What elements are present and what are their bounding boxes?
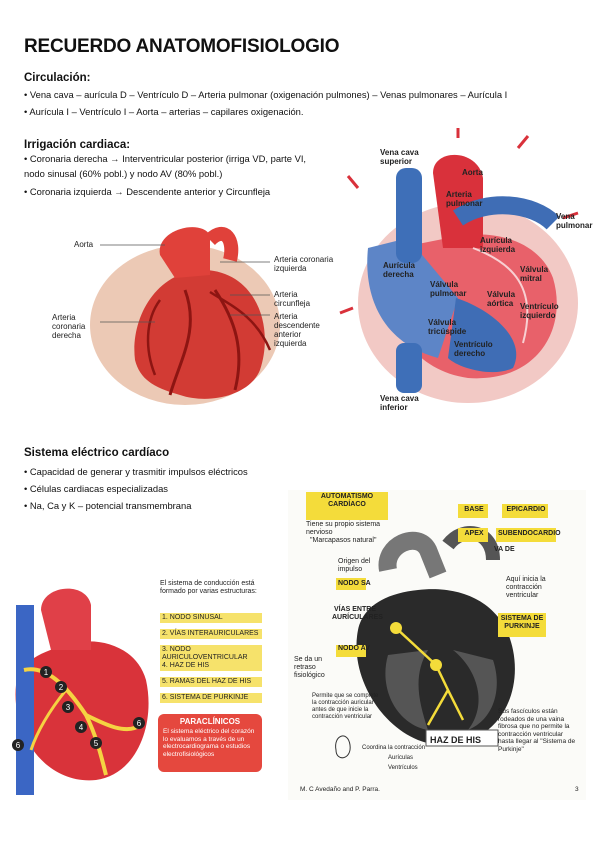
label-right-ventricle: Ventrículo derecho bbox=[454, 340, 493, 358]
conduction-item-3: 3. NODO AURICULOVENTRICULAR bbox=[160, 645, 262, 663]
conduction-intro: El sistema de conducción está formado po… bbox=[160, 580, 257, 595]
label-tricuspid: Válvula tricúspide bbox=[428, 318, 467, 336]
automatism-coord: Coordina la contracción bbox=[362, 745, 426, 751]
label-left-ventricle: Ventrículo izquierdo bbox=[520, 302, 559, 320]
electrical-line-2: • Células cardiacas especializadas bbox=[24, 483, 168, 494]
automatism-origin: Origen del impulso bbox=[338, 558, 371, 573]
automatism-nodo-av: NODO AV bbox=[338, 645, 370, 652]
label-aorta-2: Aorta bbox=[462, 168, 483, 177]
automatism-vias: VÍAS ENTRE AURÍCULARES bbox=[332, 606, 383, 621]
label-right-coronary: Arteria coronaria derecha bbox=[52, 313, 86, 340]
automatism-pacemaker: "Marcapasos natural" bbox=[310, 537, 377, 544]
conduction-num-4: 4 bbox=[79, 723, 84, 732]
conduction-num-5: 5 bbox=[94, 739, 99, 748]
automatism-auricular: Aurículas bbox=[388, 755, 414, 761]
automatism-credit: M. C Avedaño and P. Parra. bbox=[300, 786, 380, 793]
automatism-epicardio: EPICARDIO bbox=[506, 506, 546, 513]
conduction-system-figure: 1 2 3 4 5 6 6 bbox=[6, 575, 268, 795]
automatism-subendocardio: SUBENDOCARDIO bbox=[498, 530, 561, 537]
label-right-atrium: Aurícula derecha bbox=[383, 261, 416, 279]
automatism-base: BASE bbox=[464, 506, 484, 513]
label-mitral: Válvula mitral bbox=[520, 265, 549, 283]
electrical-heading: Sistema eléctrico cardíaco bbox=[24, 447, 170, 459]
automatism-page-number: 3 bbox=[575, 786, 579, 793]
paraclinicos-title: PARACLÍNICOS bbox=[179, 717, 241, 726]
automatism-inicia: Aquí inicia la contracción ventricular bbox=[506, 576, 546, 599]
label-ivc: Vena cava inferior bbox=[380, 394, 419, 412]
conduction-heart-illustration: 1 2 3 4 5 6 6 bbox=[12, 588, 149, 795]
conduction-item-1: 1. NODO SINUSAL bbox=[160, 613, 262, 623]
automatism-title: AUTOMATISMO CARDÍACO bbox=[320, 493, 374, 508]
coronary-heart-illustration bbox=[90, 227, 280, 405]
paraclinicos-text: El sistema eléctrico del corazón lo eval… bbox=[163, 728, 255, 758]
paraclinicos-box: PARACLÍNICOS El sistema eléctrico del co… bbox=[158, 714, 262, 772]
electrical-line-1: • Capacidad de generar y trasmitir impul… bbox=[24, 466, 248, 477]
automatism-purkinje: SISTEMA DE PURKINJE bbox=[500, 615, 544, 630]
conduction-item-5: 5. RAMAS DEL HAZ DE HIS bbox=[160, 677, 262, 687]
conduction-item-2: 2. VÍAS INTERAURICULARES bbox=[160, 629, 262, 639]
conduction-item-4: 4. HAZ DE HIS bbox=[160, 661, 262, 671]
label-pulmonary-valve: Válvula pulmonar bbox=[430, 280, 467, 298]
coronary-arteries-figure bbox=[60, 210, 350, 410]
automatism-fasciculos: Sus fascículos están rodeados de una vai… bbox=[498, 708, 576, 753]
label-circumflex: Arteria circunfleja bbox=[274, 290, 311, 308]
irrigation-heading: Irrigación cardiaca: bbox=[24, 139, 131, 151]
automatism-figure bbox=[288, 490, 586, 800]
conduction-num-2: 2 bbox=[59, 683, 64, 692]
automatism-heart-illustration bbox=[306, 492, 556, 759]
label-lad: Arteria descendente anterior izquierda bbox=[274, 312, 320, 348]
electrical-line-3: • Na, Ca y K – potencial transmembrana bbox=[24, 500, 192, 511]
conduction-num-6b: 6 bbox=[16, 741, 21, 750]
label-pulmonary-vein: Vena pulmonar bbox=[556, 212, 593, 230]
circulation-line-2: • Aurícula I – Ventrículo I – Aorta – ar… bbox=[24, 106, 304, 117]
circulation-heading: Circulación: bbox=[24, 72, 91, 84]
conduction-num-1: 1 bbox=[44, 668, 49, 677]
conduction-item-6: 6. SISTEMA DE PURKINJE bbox=[160, 693, 262, 703]
label-aorta: Aorta bbox=[74, 240, 94, 249]
label-aortic-valve: Válvula aórtica bbox=[487, 290, 516, 308]
label-pulmonary-artery: Arteria pulmonar bbox=[446, 190, 483, 208]
automatism-permite: Permite que se complete la contracción a… bbox=[312, 693, 379, 720]
irrigation-line-2: nodo sinusal (60% pobl.) y nodo AV (80% … bbox=[24, 168, 223, 179]
label-left-coronary: Arteria coronaria izquierda bbox=[274, 255, 334, 273]
automatism-subtitle: Tiene su propio sistema nervioso bbox=[306, 521, 381, 536]
automatism-apex: APEX bbox=[464, 530, 484, 537]
heart-chambers-illustration bbox=[339, 128, 579, 403]
automatism-nodo-sa: NODO SA bbox=[338, 580, 371, 587]
irrigation-line-1: • Coronaria derecha → Interventricular p… bbox=[24, 153, 307, 164]
heart-chambers-figure bbox=[338, 128, 586, 413]
irrigation-line-3: • Coronaria izquierda → Descendente ante… bbox=[24, 186, 271, 197]
automatism-retraso: Se da un retraso fisiológico bbox=[294, 656, 325, 679]
page-title: RECUERDO ANATOMOFISIOLOGIO bbox=[24, 36, 340, 57]
automatism-haz: HAZ DE HIS bbox=[430, 735, 482, 745]
automatism-ventricular: Ventrículos bbox=[388, 765, 418, 771]
label-left-atrium: Aurícula izquierda bbox=[480, 236, 516, 254]
automatism-va-de: VA DE bbox=[494, 546, 515, 553]
conduction-num-3: 3 bbox=[66, 703, 71, 712]
conduction-num-6a: 6 bbox=[137, 719, 142, 728]
label-svc: Vena cava superior bbox=[380, 148, 419, 166]
circulation-line-1: • Vena cava – aurícula D – Ventrículo D … bbox=[24, 89, 508, 100]
